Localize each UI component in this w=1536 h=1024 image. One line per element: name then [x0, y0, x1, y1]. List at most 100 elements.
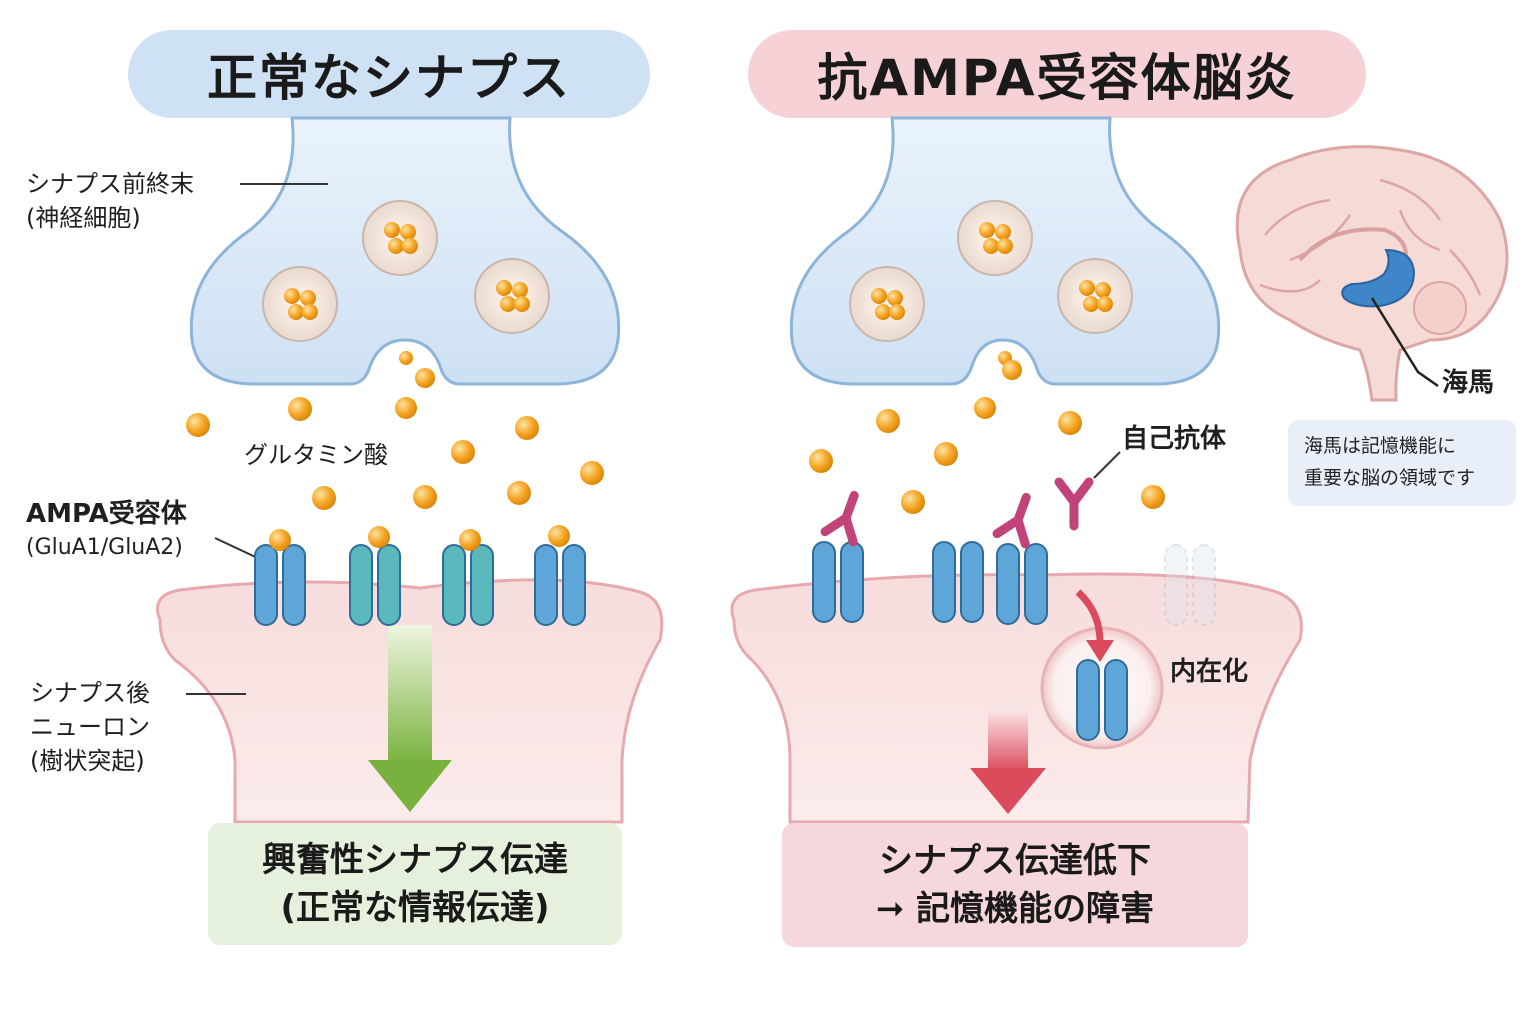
glutamate-molecule [809, 449, 833, 473]
label-presynaptic-line1: シナプス前終末 [26, 170, 194, 198]
vesicle-glutamate [887, 290, 903, 306]
arrow-head-disease [970, 768, 1046, 814]
vesicle-glutamate [400, 224, 416, 240]
note-line2: 重要な脳の領域です [1304, 467, 1476, 489]
result-disease: シナプス伝達低下 ➞ 記憶機能の障害 [782, 823, 1248, 947]
leader-hippocampus [1370, 297, 1439, 388]
glutamate-molecule [288, 397, 312, 421]
ampa-receptor [1164, 544, 1216, 626]
bound-glutamate [459, 529, 481, 551]
vesicle-glutamate [1079, 280, 1095, 296]
receptor-subunit [254, 544, 278, 626]
ampa-receptor [349, 544, 401, 626]
label-ampa-receptor: AMPA受容体 [26, 499, 187, 529]
glutamate-molecule [186, 413, 210, 437]
glutamate-molecule [876, 409, 900, 433]
result-normal-line2: (正常な情報伝達) [280, 888, 550, 928]
result-disease-line2: ➞ 記憶機能の障害 [875, 889, 1155, 929]
receptor-subunit [932, 541, 956, 623]
result-disease-line1: シナプス伝達低下 [879, 841, 1151, 881]
ampa-receptor [442, 544, 494, 626]
label-postsynaptic-line1: シナプス後 [30, 679, 150, 707]
hippocampus-shape [1341, 248, 1416, 308]
glutamate-molecule [451, 440, 475, 464]
hippocampus-note: 海馬は記憶機能に 重要な脳の領域です [1288, 420, 1516, 506]
receptor-subunit [840, 541, 864, 623]
vesicle-glutamate [302, 304, 318, 320]
label-presynaptic: シナプス前終末 (神経細胞) [26, 167, 194, 235]
vesicle-glutamate [1083, 296, 1099, 312]
receptor-subunit [377, 544, 401, 626]
receptor-subunit [1076, 659, 1100, 741]
vesicle-glutamate [384, 222, 400, 238]
bound-glutamate [548, 525, 570, 547]
autoantibody [992, 492, 1031, 549]
ampa-receptor [812, 541, 864, 623]
glutamate-molecule [399, 351, 413, 365]
vesicle-glutamate [512, 282, 528, 298]
vesicle-glutamate [1097, 296, 1113, 312]
glutamate-molecule [395, 397, 417, 419]
antibody-arm [1069, 477, 1094, 507]
antibody-arm [820, 513, 851, 537]
label-autoantibody: 自己抗体 [1122, 424, 1227, 454]
vesicle-glutamate [288, 304, 304, 320]
brain-illustration [1235, 145, 1509, 402]
vesicle-glutamate [514, 296, 530, 312]
vesicle-glutamate [300, 290, 316, 306]
receptor-subunit [470, 544, 494, 626]
receptor-subunit [1192, 544, 1216, 626]
vesicle-glutamate [997, 238, 1013, 254]
bound-glutamate [269, 529, 291, 551]
receptor-subunit [1164, 544, 1188, 626]
arrow-shaft-normal [388, 625, 432, 765]
glutamate-molecule [580, 461, 604, 485]
label-ampa-subunits: (GluA1/GluA2) [26, 535, 183, 560]
vesicle-glutamate [889, 304, 905, 320]
receptor-subunit [1104, 659, 1128, 741]
label-glutamate: グルタミン酸 [244, 441, 388, 469]
autoantibody [820, 490, 859, 547]
vesicle-glutamate [983, 238, 999, 254]
vesicle-glutamate [875, 304, 891, 320]
label-internalization: 内在化 [1170, 657, 1249, 687]
synaptic-vesicle [849, 266, 925, 342]
vesicle-glutamate [871, 288, 887, 304]
glutamate-molecule [974, 397, 996, 419]
ampa-receptor [254, 544, 306, 626]
note-line1: 海馬は記憶機能に [1304, 435, 1457, 457]
internalization-arrow [1075, 589, 1104, 643]
title-normal-synapse: 正常なシナプス [128, 30, 650, 118]
vesicle-glutamate [1095, 282, 1111, 298]
ampa-receptor [996, 543, 1048, 625]
vesicle-glutamate [500, 296, 516, 312]
label-presynaptic-line2: (神経細胞) [26, 204, 141, 232]
synaptic-vesicle [362, 200, 438, 276]
glutamate-molecule [415, 368, 435, 388]
receptor-subunit [562, 544, 586, 626]
glutamate-molecule [515, 416, 539, 440]
label-hippocampus: 海馬 [1442, 368, 1495, 398]
glutamate-molecule [413, 485, 437, 509]
receptor-subunit [996, 543, 1020, 625]
glutamate-molecule [1002, 360, 1022, 380]
vesicle-glutamate [388, 238, 404, 254]
vesicle-glutamate [496, 280, 512, 296]
leader-autoantibody [1093, 451, 1121, 479]
glutamate-molecule [312, 486, 336, 510]
synaptic-vesicle [262, 266, 338, 342]
arrow-shaft-disease [988, 710, 1028, 772]
label-ampa: AMPA受容体 (GluA1/GluA2) [26, 497, 187, 565]
receptor-subunit [812, 541, 836, 623]
title-anti-ampa-encephalitis: 抗AMPA受容体脳炎 [748, 30, 1366, 118]
ampa-receptor [932, 541, 984, 623]
label-postsynaptic: シナプス後 ニューロン (樹状突起) [30, 676, 150, 778]
receptor-subunit [1024, 543, 1048, 625]
antibody-arm [992, 515, 1023, 539]
glutamate-molecule [901, 490, 925, 514]
receptor-subunit [960, 541, 984, 623]
receptor-subunit [349, 544, 373, 626]
label-postsynaptic-line3: (樹状突起) [30, 747, 145, 775]
